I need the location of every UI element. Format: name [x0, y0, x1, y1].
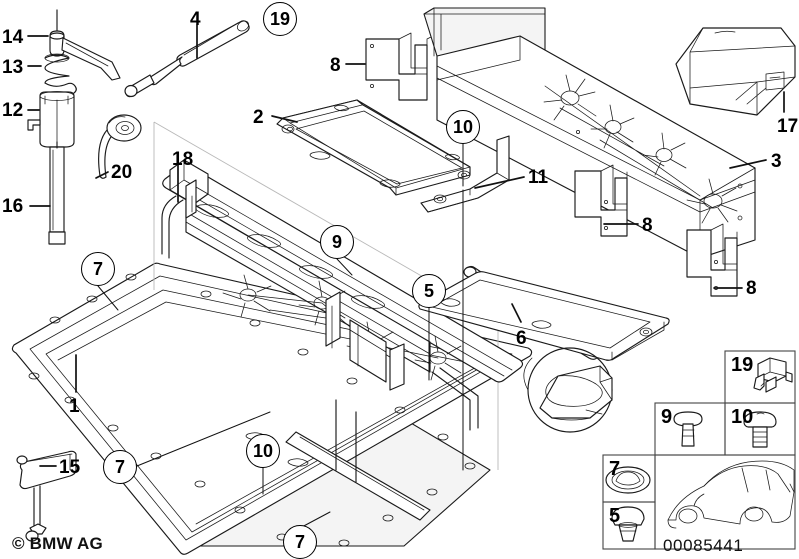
part-upper-cover-panel-2: [276, 99, 471, 196]
part-bracket-8b: [574, 164, 628, 237]
callout-16: 16: [2, 196, 24, 217]
callout-1: 1: [69, 396, 80, 417]
callout-6: 6: [516, 328, 527, 349]
part-end-fitting-14: [49, 9, 121, 81]
callout-20: 20: [111, 162, 133, 183]
legend-number-19: 19: [731, 354, 754, 376]
copyright-notice: © BMW AG: [12, 534, 103, 553]
pan-head-screw-icon: [743, 411, 777, 448]
part-spring-13: [44, 53, 77, 94]
callout-circle-9: 9: [320, 225, 354, 259]
legend-grid: [602, 350, 796, 550]
grommet-icon: [605, 466, 651, 494]
callout-4: 4: [190, 9, 201, 30]
leader-lines: [27, 24, 785, 529]
part-bracket-8a: [365, 32, 440, 101]
part-hose-20: [98, 114, 142, 179]
callout-14: 14: [2, 27, 24, 48]
callout-circle-5: 5: [412, 274, 446, 308]
callout-8-c: 8: [746, 278, 757, 299]
legend-number-5: 5: [609, 505, 621, 527]
legend-number-10: 10: [731, 406, 754, 428]
car-silhouette-icon: [667, 460, 795, 529]
push-rivet-icon: [673, 411, 703, 447]
callout-circle-7-b: 7: [103, 450, 137, 484]
callout-17: 17: [777, 116, 799, 137]
part-piston-rod-16: [48, 141, 66, 245]
callout-3: 3: [771, 151, 782, 172]
part-frame-assembly-18: [153, 121, 524, 521]
clip-bracket-icon: [753, 357, 793, 393]
callout-circle-19: 19: [263, 2, 297, 36]
diagram-number: 00085441: [663, 536, 744, 555]
part-gas-strut-4: [124, 20, 250, 98]
callout-15: 15: [59, 457, 81, 478]
part-switch-module-15: [16, 450, 77, 542]
callout-13: 13: [2, 57, 24, 78]
callout-circle-10-a: 10: [446, 110, 480, 144]
part-control-module-box-17: [675, 27, 796, 116]
callout-18: 18: [172, 149, 194, 170]
legend-number-9: 9: [661, 406, 673, 428]
callout-8-a: 8: [330, 55, 341, 76]
callout-12: 12: [2, 100, 24, 121]
callout-11: 11: [528, 167, 549, 188]
callout-circle-10-b: 10: [246, 434, 280, 468]
detail-view-bubble: [523, 347, 613, 433]
callout-2: 2: [253, 107, 264, 128]
tapered-plug-icon: [611, 506, 645, 542]
part-cover-panel-5: [418, 271, 670, 361]
callout-circle-7-a: 7: [81, 252, 115, 286]
callout-8-b: 8: [642, 215, 653, 236]
legend-number-7: 7: [609, 458, 621, 480]
part-hinge-arm-11: [420, 135, 510, 213]
callout-circle-7-c: 7: [283, 525, 317, 559]
part-rear-bulkhead-trim-3: [423, 7, 756, 259]
part-bracket-8c: [686, 223, 738, 297]
part-hydraulic-cylinder-12: [27, 91, 75, 148]
